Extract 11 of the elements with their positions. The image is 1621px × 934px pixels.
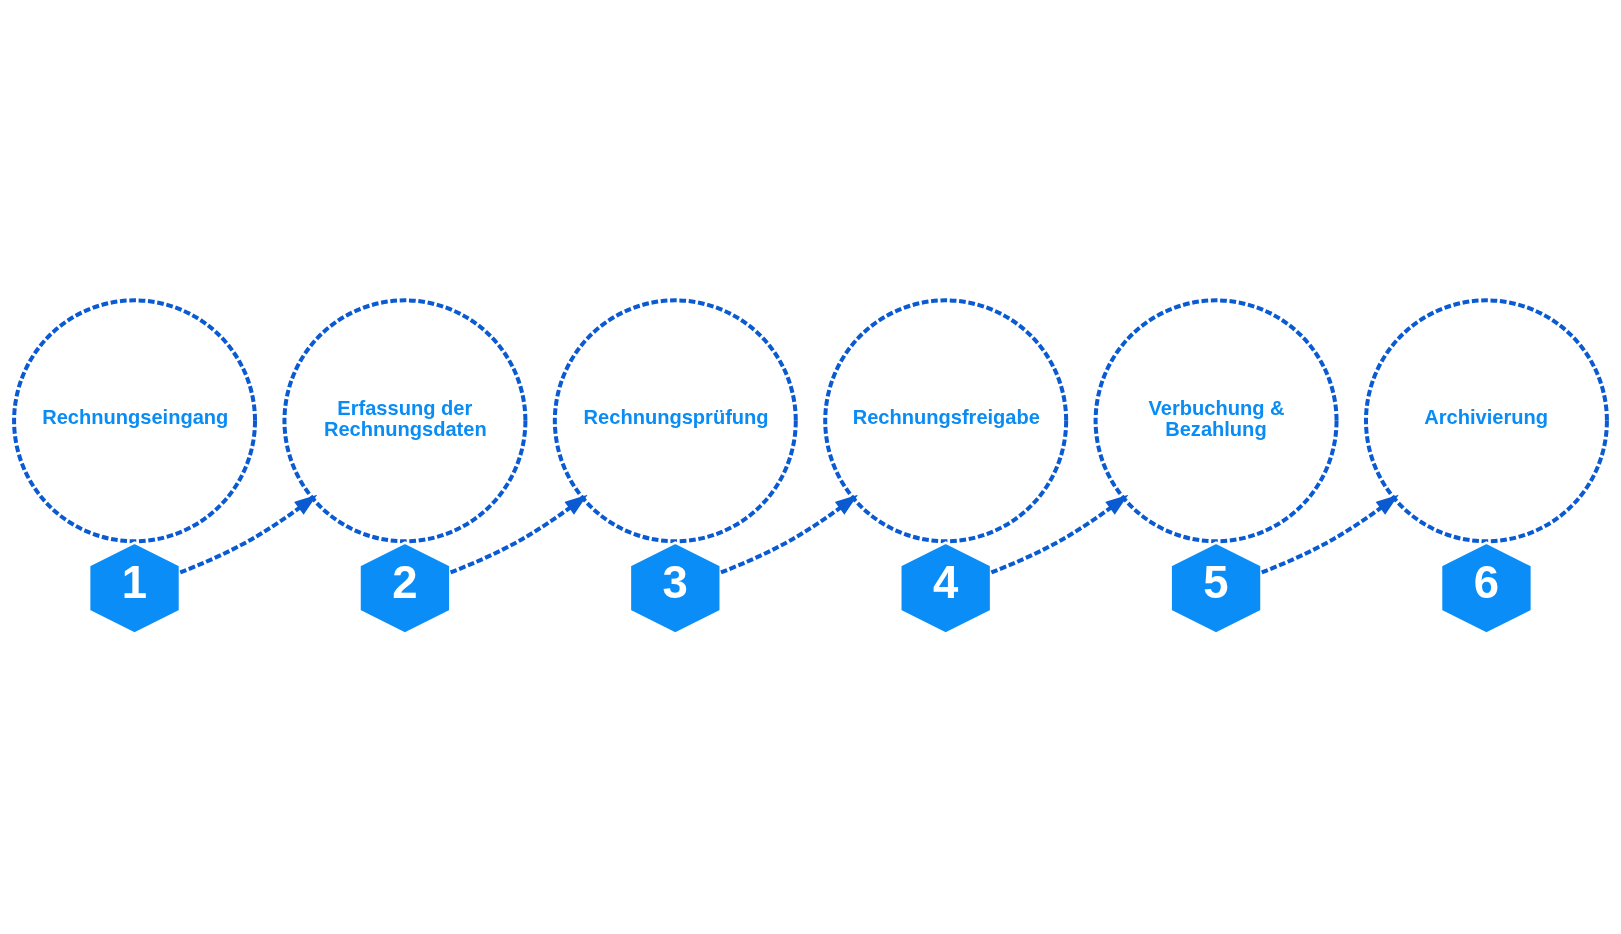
node-circle: Rechnungsfreigabe	[823, 298, 1069, 544]
node-circle: Rechnungseingang	[12, 298, 257, 544]
node-circle: Erfassung der Rechnungsdaten	[282, 298, 528, 544]
node-circle: Archivierung	[1364, 298, 1609, 544]
arrow	[179, 494, 318, 575]
arrow	[1261, 494, 1399, 575]
arrow	[990, 494, 1129, 575]
arrow	[720, 494, 858, 575]
node-circle: Rechnungsprüfung	[552, 298, 798, 544]
arrow	[449, 494, 588, 575]
node-circle: Verbuchung & Bezahlung	[1093, 298, 1339, 544]
